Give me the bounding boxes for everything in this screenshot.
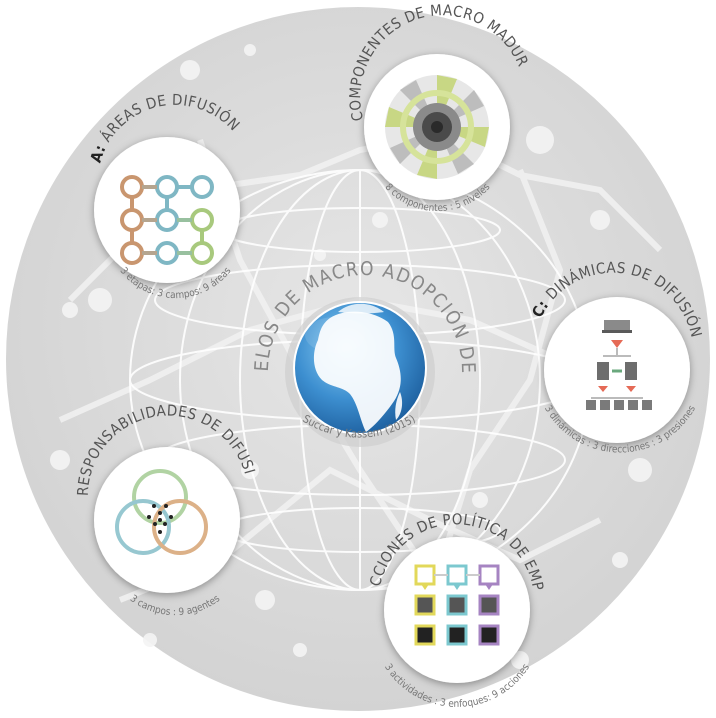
node-e-agents [147,504,173,534]
network-bubbles [50,44,652,669]
node-b-icon [385,75,489,179]
globe [285,297,435,447]
node-d-icon [414,564,500,646]
node-e-icon [115,469,208,555]
node-a-icon [120,175,214,265]
node-c-icon [586,320,652,410]
